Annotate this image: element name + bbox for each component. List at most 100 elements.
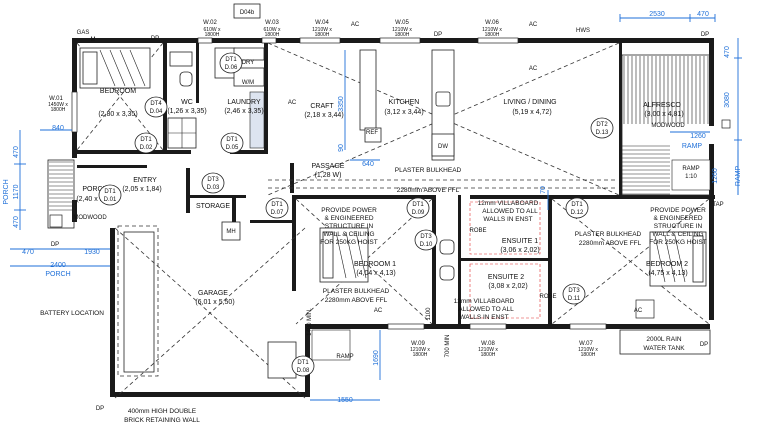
ceiling-lines bbox=[76, 42, 710, 325]
dt1-08-tag: DT1 D.08 bbox=[291, 355, 315, 377]
dim-470-top: 470 bbox=[697, 11, 709, 18]
bedroom-name: BEDROOM bbox=[100, 88, 136, 95]
svg-text:D.05: D.05 bbox=[226, 145, 239, 151]
hoist-note-bedroom1: PROVIDE POWER & ENGINEERED STRUCTURE IN … bbox=[320, 207, 377, 246]
ac-unit-2: AC bbox=[529, 22, 538, 28]
bedroom2-bulkhead-1: PLASTER BULKHEAD bbox=[575, 231, 642, 238]
retaining-wall-label-1: 400mm HIGH DOUBLE bbox=[128, 408, 197, 415]
gas-meter-label: GAS bbox=[77, 30, 90, 36]
garage-area bbox=[114, 221, 351, 399]
retaining-wall-label-2: BRICK RETAINING WALL bbox=[124, 417, 200, 424]
dim-porch-bottom: PORCH bbox=[45, 271, 70, 278]
rainwater-tank-label-2: WATER TANK bbox=[643, 345, 685, 352]
dim-1260-side: 1260 bbox=[712, 168, 719, 184]
exterior-walls bbox=[72, 38, 714, 397]
d04b-label: D04b bbox=[240, 10, 255, 16]
min-1480-label: 1480 MIN. bbox=[307, 308, 313, 336]
rainwater-tank-label-1: 2000L RAIN bbox=[646, 336, 681, 343]
fixtures bbox=[79, 47, 707, 319]
ensuite2-name: ENSUITE 2 bbox=[488, 274, 524, 281]
dimension-text: 2530 470 470 3080 1260 RAMP 1260 RAMP 84… bbox=[3, 11, 742, 404]
downpipe-1: DP bbox=[151, 36, 159, 42]
w02-size2: 1800H bbox=[205, 32, 220, 38]
fridge-label: REF bbox=[366, 130, 378, 136]
dimension-lines bbox=[10, 14, 742, 401]
dt1-02-tag: DT1 D.02 bbox=[134, 132, 158, 154]
ensuite-tiles bbox=[469, 201, 541, 319]
ac-unit-5: AC bbox=[374, 308, 383, 314]
tank-pump bbox=[635, 299, 655, 319]
w03-size2: 1800H bbox=[265, 32, 280, 38]
w02-id: W.02 bbox=[203, 20, 217, 26]
svg-text:WALL & CEILING: WALL & CEILING bbox=[323, 231, 374, 238]
w03-id: W.03 bbox=[265, 20, 279, 26]
living-size: (5,19 x 4,72) bbox=[512, 109, 551, 116]
living-name: LIVING / DINING bbox=[503, 99, 556, 106]
tap-label: TAP bbox=[712, 202, 723, 208]
w05-id: W.05 bbox=[395, 20, 409, 26]
craft-name: CRAFT bbox=[310, 103, 334, 110]
svg-text:D.06: D.06 bbox=[225, 65, 238, 71]
window-tags: W.02 610W x 1800H W.03 610W x 1800H W.04… bbox=[48, 20, 598, 358]
svg-text:D.11: D.11 bbox=[568, 296, 581, 302]
alfresco-name: ALFRESCO bbox=[643, 102, 681, 109]
porch-size: (2,40 x 2,71) bbox=[76, 196, 115, 203]
bedroom2-name: BEDROOM 2 bbox=[646, 261, 688, 268]
w08-size1: 1210W x bbox=[478, 347, 498, 353]
ac-unit-1: AC bbox=[351, 22, 360, 28]
passage-size: (1,28 W) bbox=[315, 172, 342, 179]
dt1-12-tag: DT1 D.12 bbox=[565, 197, 589, 219]
dt3-10-tag: DT3 D.10 bbox=[414, 229, 438, 251]
svg-text:D.12: D.12 bbox=[571, 210, 584, 216]
w05-size1: 1210W x bbox=[392, 27, 412, 33]
interior-walls bbox=[77, 43, 715, 325]
dt3-03-tag: DT3 D.03 bbox=[201, 172, 225, 194]
dim-70: 70 bbox=[540, 186, 547, 194]
washing-machine-label: W/M bbox=[242, 80, 254, 86]
dt3-11-tag: DT3 D.11 bbox=[562, 283, 586, 305]
bed2-hatch bbox=[654, 235, 686, 283]
dim-640: 640 bbox=[362, 161, 374, 168]
w07-id: W.07 bbox=[579, 341, 593, 347]
w04-id: W.04 bbox=[315, 20, 329, 26]
door-tags: D04b DT1 D.06 DT4 D.04 DT1 D.02 DT1 D.05… bbox=[98, 3, 614, 377]
garage-size: (6,01 x 5,50) bbox=[195, 299, 234, 306]
alfresco-modwood: MODWOOD bbox=[651, 123, 685, 129]
dim-3080: 3080 bbox=[724, 92, 731, 108]
downpipe-2: DP bbox=[434, 32, 442, 38]
bedroom2-size: (4,75 x 4,13) bbox=[648, 270, 687, 277]
bed-hatch bbox=[99, 49, 146, 87]
laundry-name: LAUNDRY bbox=[227, 99, 261, 106]
w06-id: W.06 bbox=[485, 20, 499, 26]
d04b-box bbox=[233, 3, 261, 19]
porch-modwood: MODWOOD bbox=[73, 215, 107, 221]
dim-840: 840 bbox=[52, 125, 64, 132]
dt1-06-tag: DT1 D.06 bbox=[219, 52, 243, 74]
battery-location-label: BATTERY LOCATION bbox=[40, 310, 104, 317]
w05-size2: 1800H bbox=[395, 32, 410, 38]
svg-text:DT1: DT1 bbox=[226, 137, 238, 143]
villaboard-note-2: 12mm VILLABOARD ALLOWED TO ALL WALLS IN … bbox=[454, 298, 515, 321]
passage-bulkhead-2: 2280mm ABOVE FFL bbox=[397, 187, 460, 194]
passage-name: PASSAGE bbox=[312, 163, 345, 170]
svg-text:& ENGINEERED: & ENGINEERED bbox=[653, 215, 702, 222]
wc-size: (1,26 x 3,35) bbox=[167, 108, 206, 115]
svg-text:PROVIDE POWER: PROVIDE POWER bbox=[321, 207, 377, 214]
dim-ramp-alfresco: RAMP bbox=[682, 143, 703, 150]
svg-text:D.03: D.03 bbox=[207, 185, 220, 191]
dt1-05-tag: DT1 D.05 bbox=[220, 132, 244, 154]
bedroom1-name: BEDROOM 1 bbox=[354, 261, 396, 268]
ramp-ratio-label: RAMP bbox=[682, 166, 699, 172]
downpipe-6: DP bbox=[700, 342, 708, 348]
passage-bulkhead-1: PLASTER BULKHEAD bbox=[395, 167, 462, 174]
w08-id: W.08 bbox=[481, 341, 495, 347]
dt1-09-tag: DT1 D.09 bbox=[406, 197, 430, 219]
porch-name: PORCH bbox=[82, 186, 107, 193]
svg-text:DT1: DT1 bbox=[271, 202, 283, 208]
svg-text:DT3: DT3 bbox=[420, 234, 432, 240]
dim-2530: 2530 bbox=[649, 11, 665, 18]
svg-text:DT4: DT4 bbox=[150, 101, 162, 107]
kitchen-size: (3,12 x 3,44) bbox=[384, 109, 423, 116]
dim-470-porch-top: 470 bbox=[13, 146, 20, 158]
dim-470-porch-bottom: 470 bbox=[13, 216, 20, 228]
